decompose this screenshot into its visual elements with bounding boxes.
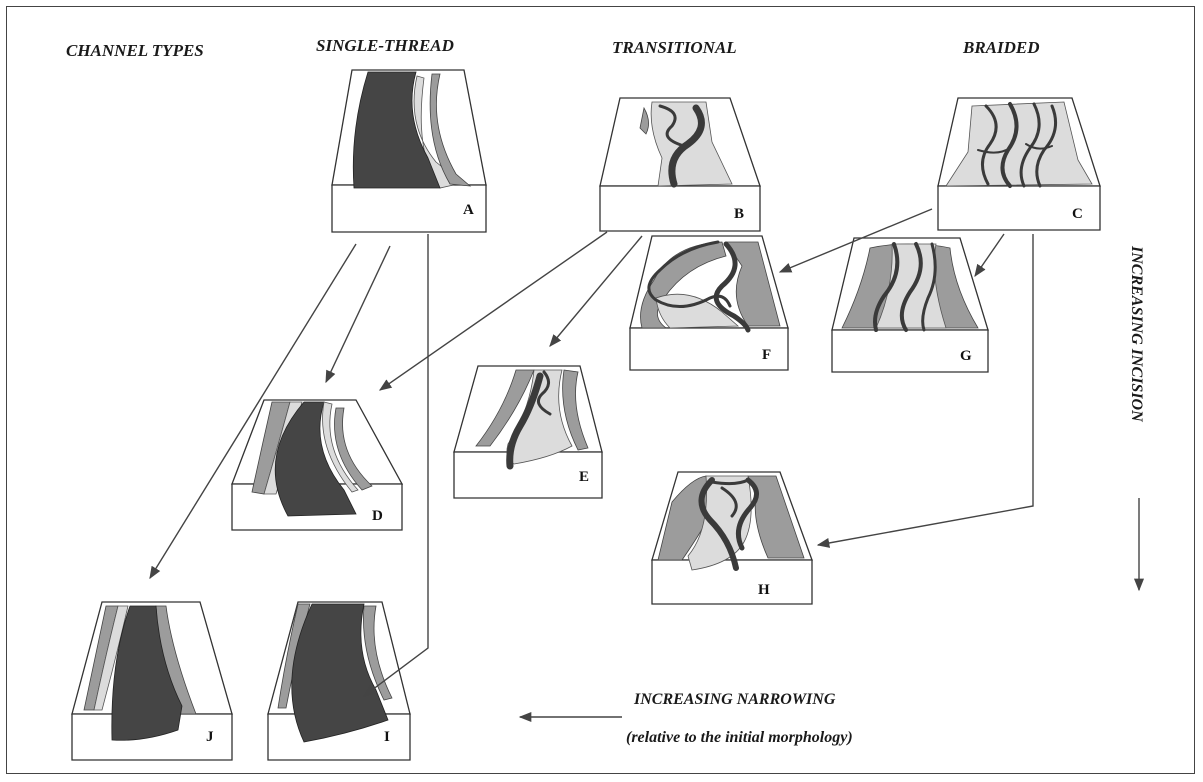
caption-narrowing-note: (relative to the initial morphology) [626, 729, 853, 746]
block-h: H [652, 472, 812, 604]
label-c: C [1072, 206, 1083, 222]
block-b: B [600, 98, 760, 231]
header-single-thread: SINGLE-THREAD [316, 36, 454, 55]
label-d: D [372, 508, 383, 524]
block-a: A [332, 70, 486, 232]
block-d: D [232, 400, 402, 530]
label-i: I [384, 729, 390, 745]
block-g: G [832, 238, 988, 372]
header-channel-types: CHANNEL TYPES [66, 41, 204, 60]
arrow-c-to-g [975, 234, 1004, 276]
label-a: A [463, 202, 474, 218]
block-j: J [72, 602, 232, 760]
header-transitional: TRANSITIONAL [612, 38, 737, 57]
header-braided: BRAIDED [962, 38, 1040, 57]
caption-increasing-incision: INCREASING INCISION [1128, 245, 1145, 423]
block-c: C [938, 98, 1100, 230]
label-e: E [579, 469, 589, 485]
caption-increasing-narrowing: INCREASING NARROWING [633, 691, 836, 708]
label-j: J [206, 729, 214, 745]
arrow-a-to-d [326, 246, 390, 382]
arrow-b-to-e [550, 236, 642, 346]
label-g: G [960, 348, 972, 364]
label-h: H [758, 582, 770, 598]
block-f: F [630, 236, 788, 370]
label-b: B [734, 206, 744, 222]
block-e: E [454, 366, 602, 498]
block-i: I [268, 602, 410, 760]
label-f: F [762, 347, 771, 363]
